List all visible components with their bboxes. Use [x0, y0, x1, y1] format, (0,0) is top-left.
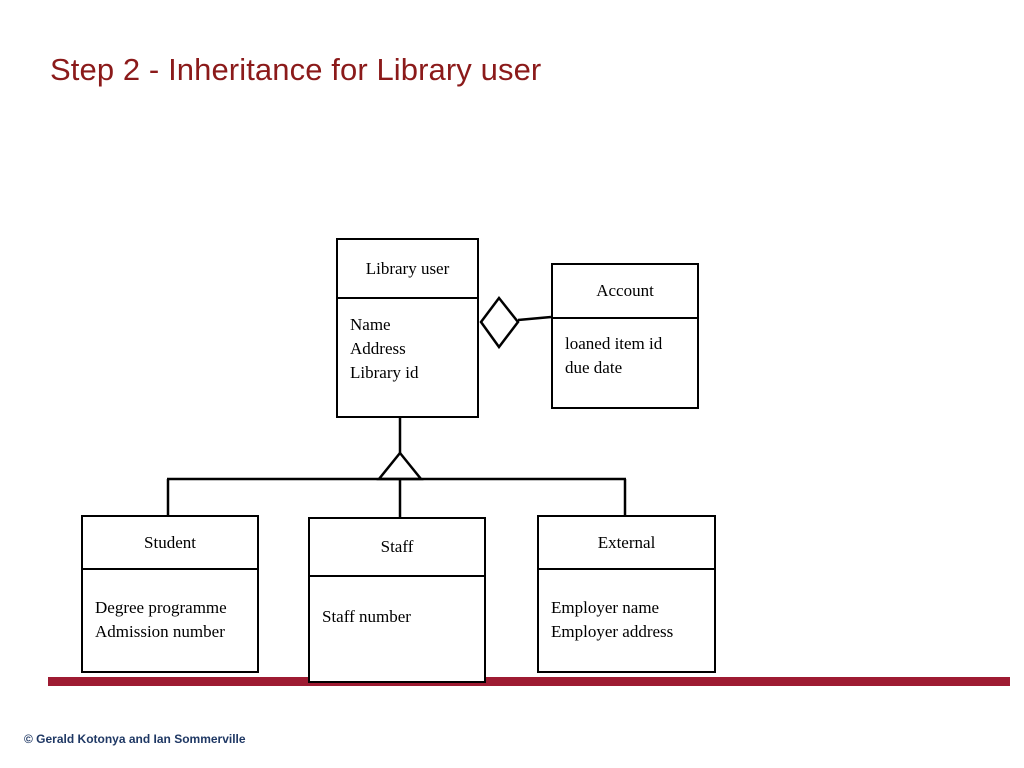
page-title: Step 2 - Inheritance for Library user	[50, 52, 542, 87]
uml-divider	[539, 568, 714, 570]
uml-attribute: due date	[565, 358, 623, 378]
uml-attribute: loaned item id	[565, 334, 663, 353]
uml-attributes-library-user: Name Address Library id	[338, 299, 477, 418]
uml-class-student[interactable]: Student Degree programme Admission numbe…	[81, 515, 259, 673]
footer-credit: © Gerald Kotonya and Ian Sommerville	[24, 732, 246, 746]
uml-divider	[338, 297, 477, 299]
uml-class-name-library-user: Library user	[365, 258, 450, 278]
uml-attributes-staff: Staff number	[310, 577, 484, 683]
hollow-diamond-icon	[479, 295, 520, 350]
uml-attribute: Name	[350, 315, 391, 334]
uml-divider	[310, 575, 484, 577]
aggregation-connector-library-user-account	[479, 295, 552, 350]
uml-class-external[interactable]: External Employer name Employer address	[537, 515, 716, 673]
hollow-triangle-icon	[376, 451, 424, 481]
uml-class-account[interactable]: Account loaned item id due date	[551, 263, 699, 409]
uml-attribute: Admission number	[95, 622, 225, 642]
generalization-connector	[166, 418, 627, 518]
uml-class-name-staff: Staff	[380, 537, 414, 556]
uml-class-library-user[interactable]: Library user Name Address Library id	[336, 238, 479, 418]
uml-attributes-student: Degree programme Admission number	[83, 570, 257, 673]
uml-divider	[553, 317, 697, 319]
uml-attribute: Employer address	[551, 622, 674, 642]
uml-attribute: Address	[350, 339, 406, 359]
uml-attribute: Employer name	[551, 598, 660, 617]
uml-attribute: Staff number	[322, 607, 411, 626]
footer-rule	[48, 677, 1010, 686]
uml-divider	[83, 568, 257, 570]
uml-class-name-external: External	[597, 532, 656, 552]
uml-class-name-student: Student	[144, 532, 196, 552]
uml-class-staff[interactable]: Staff Staff number	[308, 517, 486, 683]
uml-attribute: Library id	[350, 363, 419, 383]
aggregation-line	[517, 315, 552, 322]
uml-class-name-account: Account	[596, 281, 654, 300]
uml-attributes-external: Employer name Employer address	[539, 570, 714, 673]
uml-attribute: Degree programme	[95, 598, 227, 617]
uml-attributes-account: loaned item id due date	[553, 319, 697, 409]
